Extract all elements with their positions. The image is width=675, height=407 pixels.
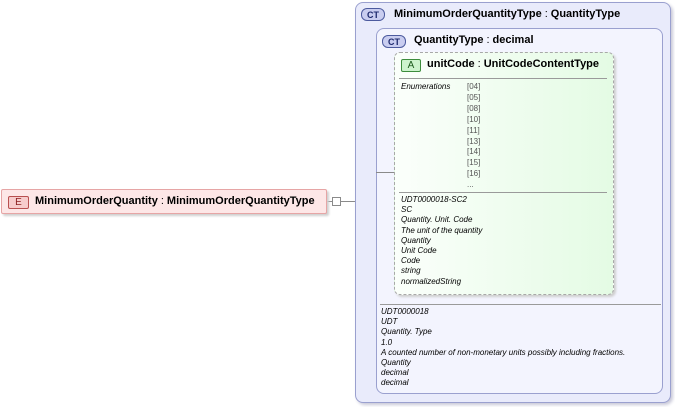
annotation-line: The unit of the quantity — [401, 225, 483, 235]
enumeration-value: [05] — [467, 92, 481, 102]
annotation-line: string — [401, 266, 421, 276]
complex-type-title: MinimumOrderQuantityType:QuantityType — [394, 8, 620, 20]
element-badge: E — [8, 196, 29, 209]
annotation-line: SC — [401, 205, 413, 215]
attribute-annotations: UDT0000018-SC2 SC Quantity. Unit. Code T… — [401, 195, 482, 287]
attribute-unitcode: A unitCode:UnitCodeContentType Enumerati… — [394, 52, 614, 295]
annotation-divider — [380, 304, 661, 305]
type-annotations: UDT0000018 UDT Quantity. Type 1.0 A coun… — [381, 307, 625, 389]
complex-type-name: MinimumOrderQuantityType — [394, 8, 542, 20]
annotation-line: A counted number of non-monetary units p… — [381, 347, 626, 357]
enumeration-value: [15] — [467, 158, 481, 168]
enumeration-value: [16] — [467, 169, 481, 179]
enumeration-value: [14] — [467, 147, 481, 157]
attribute-badge: A — [401, 59, 421, 72]
type-separator: : — [160, 195, 164, 207]
enumeration-value: [11] — [467, 125, 480, 135]
type-separator: : — [544, 8, 548, 20]
enumeration-value: [08] — [467, 103, 481, 113]
element-minimumorderquantity[interactable]: E MinimumOrderQuantity:MinimumOrderQuant… — [1, 189, 327, 214]
complex-type-title: QuantityType:decimal — [414, 34, 534, 46]
annotation-line: Code — [401, 256, 421, 266]
annotation-line: 1.0 — [381, 337, 393, 347]
enumeration-value: [13] — [467, 136, 481, 146]
complex-type-base: QuantityType — [550, 8, 621, 20]
connector-line — [341, 201, 356, 202]
element-type: MinimumOrderQuantityType — [166, 195, 315, 207]
complex-type-badge: CT — [361, 8, 385, 21]
annotation-line: UDT0000018-SC2 — [401, 195, 467, 204]
tree-line — [376, 172, 395, 173]
element-title: MinimumOrderQuantity:MinimumOrderQuantit… — [35, 195, 315, 207]
complex-type-base: decimal — [492, 34, 534, 46]
complex-type-badge: CT — [382, 35, 406, 48]
annotation-line: decimal — [381, 368, 409, 378]
annotation-line: UDT0000018 — [381, 307, 429, 316]
annotation-divider — [399, 192, 607, 193]
type-separator: : — [477, 58, 481, 70]
annotation-line: Unit Code — [401, 245, 437, 255]
complex-type-name: QuantityType — [414, 34, 484, 46]
enumerations-divider — [399, 78, 607, 79]
element-name: MinimumOrderQuantity — [35, 195, 158, 207]
annotation-line: Quantity. Type — [381, 327, 432, 337]
enumeration-value: [10] — [467, 114, 481, 124]
attribute-name: unitCode — [427, 58, 475, 70]
enumeration-value: [04] — [467, 82, 481, 91]
annotation-line: normalizedString — [401, 276, 462, 286]
annotation-line: Quantity — [381, 357, 411, 367]
type-separator: : — [486, 34, 490, 46]
enumerations-list: [04] [05] [08] [10] [11] [13] [14] [15] … — [467, 82, 480, 191]
annotation-line: UDT — [381, 317, 398, 327]
enumerations-label: Enumerations — [401, 82, 451, 91]
annotation-line: Quantity. Unit. Code — [401, 215, 473, 225]
attribute-title: unitCode:UnitCodeContentType — [427, 58, 599, 70]
connector-line — [327, 201, 333, 202]
annotation-line: decimal — [381, 378, 409, 388]
sequence-connector — [332, 197, 341, 206]
annotation-line: Quantity — [401, 235, 431, 245]
enumeration-value: ... — [467, 180, 474, 190]
attribute-type: UnitCodeContentType — [483, 58, 600, 70]
